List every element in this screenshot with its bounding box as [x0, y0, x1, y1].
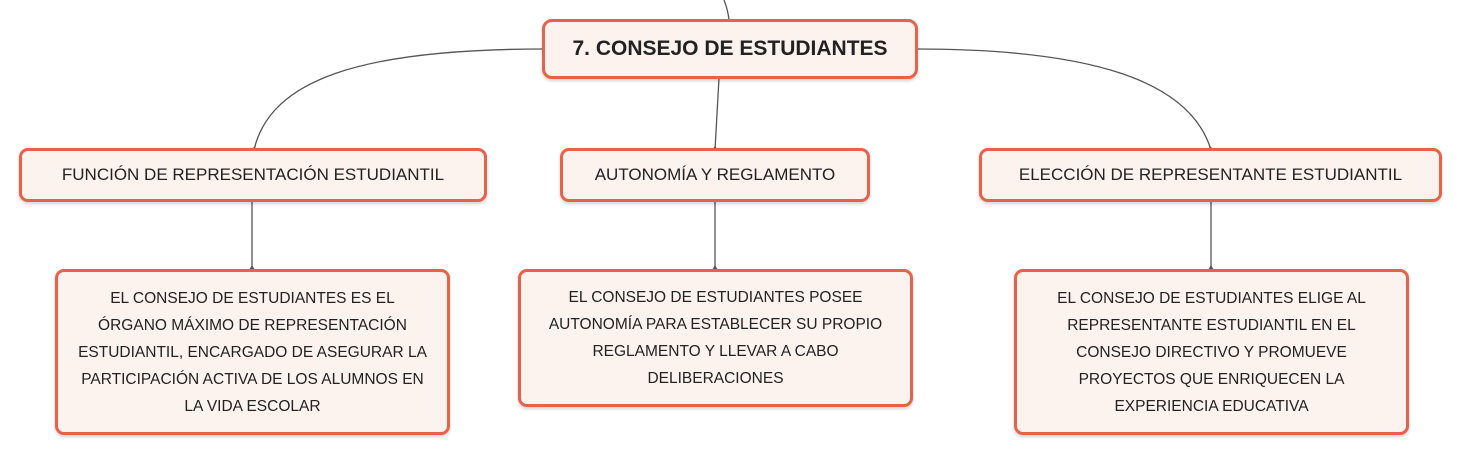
leaf-node-election[interactable]: EL CONSEJO DE ESTUDIANTES ELIGE AL REPRE…: [1014, 269, 1409, 435]
leaf-line: REGLAMENTO Y LLEVAR A CABO: [592, 343, 839, 360]
connector-root-to-branch-2: [714, 77, 720, 151]
leaf-line: EL CONSEJO DE ESTUDIANTES POSEE: [568, 289, 863, 306]
incoming-connector: [723, 0, 730, 21]
leaf-line: DELIBERACIONES: [647, 370, 784, 387]
leaf-node-representation[interactable]: EL CONSEJO DE ESTUDIANTES ES EL ÓRGANO M…: [55, 269, 450, 435]
leaf-line: EL CONSEJO DE ESTUDIANTES ELIGE AL: [1057, 289, 1366, 307]
branch-node-election[interactable]: ELECCIÓN DE REPRESENTANTE ESTUDIANTIL: [979, 148, 1442, 202]
branch-label: FUNCIÓN DE REPRESENTACIÓN ESTUDIANTIL: [61, 165, 445, 184]
leaf-line: EXPERIENCIA EDUCATIVA: [1114, 397, 1309, 415]
branch-label: AUTONOMÍA Y REGLAMENTO: [594, 165, 836, 184]
connector-root-to-branch-1: [253, 48, 545, 151]
arrowhead-5: [712, 265, 718, 270]
root-label: 7. CONSEJO DE ESTUDIANTES: [572, 37, 888, 60]
leaf-line: PROYECTOS QUE ENRIQUECEN LA: [1078, 370, 1345, 388]
leaf-node-autonomy[interactable]: EL CONSEJO DE ESTUDIANTES POSEE AUTONOMÍ…: [518, 269, 913, 407]
leaf-line: LA VIDA ESCOLAR: [184, 397, 321, 415]
leaf-text: EL CONSEJO DE ESTUDIANTES ELIGE AL REPRE…: [1057, 285, 1366, 420]
root-node[interactable]: 7. CONSEJO DE ESTUDIANTES: [542, 19, 918, 79]
branch-node-autonomy[interactable]: AUTONOMÍA Y REGLAMENTO: [560, 148, 870, 202]
leaf-line: ÓRGANO MÁXIMO DE REPRESENTACIÓN: [98, 316, 407, 334]
leaf-text: EL CONSEJO DE ESTUDIANTES POSEE AUTONOMÍ…: [549, 284, 882, 392]
leaf-line: PARTICIPACIÓN ACTIVA DE LOS ALUMNOS EN: [81, 370, 424, 388]
leaf-text: EL CONSEJO DE ESTUDIANTES ES EL ÓRGANO M…: [78, 285, 427, 420]
branch-label: ELECCIÓN DE REPRESENTANTE ESTUDIANTIL: [1018, 165, 1403, 184]
arrowhead-4: [249, 265, 255, 270]
branch-node-representation[interactable]: FUNCIÓN DE REPRESENTACIÓN ESTUDIANTIL: [19, 148, 487, 202]
leaf-line: REPRESENTANTE ESTUDIANTIL EN EL: [1067, 316, 1356, 334]
connector-root-to-branch-3: [915, 48, 1212, 151]
leaf-line: AUTONOMÍA PARA ESTABLECER SU PROPIO: [548, 316, 883, 333]
leaf-line: CONSEJO DIRECTIVO Y PROMUEVE: [1076, 343, 1347, 361]
leaf-line: ESTUDIANTIL, ENCARGADO DE ASEGURAR LA: [78, 343, 427, 361]
leaf-line: EL CONSEJO DE ESTUDIANTES ES EL: [110, 289, 395, 307]
arrowhead-6: [1208, 265, 1214, 270]
